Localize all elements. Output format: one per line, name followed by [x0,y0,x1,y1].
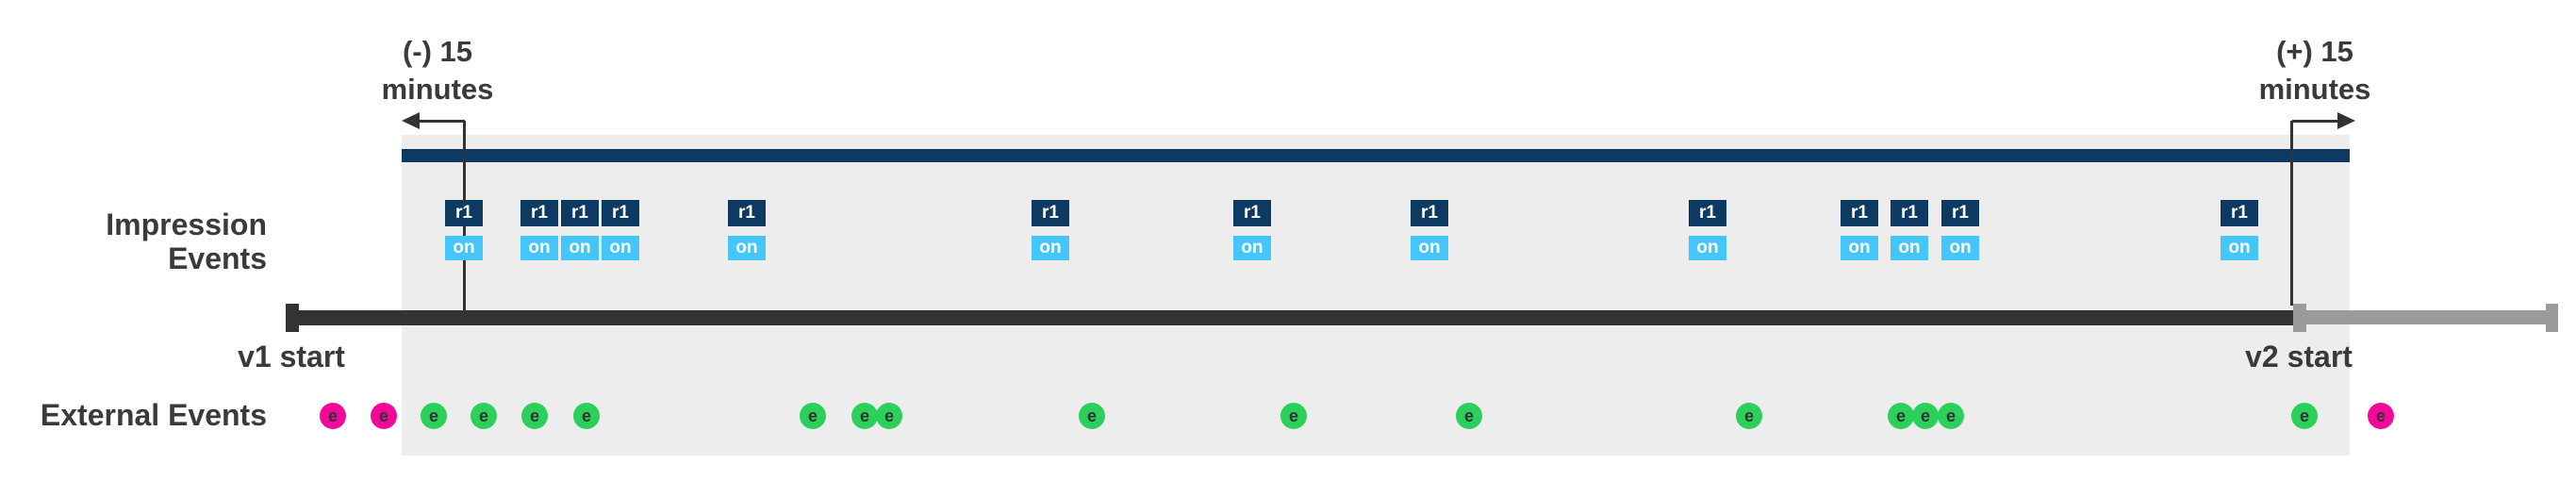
external-event-dot: e [2368,403,2394,429]
r1-badge: r1 [445,200,483,226]
impression-event-badge: r1 on [1941,200,1979,260]
external-event-dot: e [1888,403,1914,429]
impression-event-badge: r1 on [1891,200,1928,260]
external-event-dot: e [1280,403,1307,429]
on-badge: on [1891,236,1928,260]
on-badge: on [1411,236,1448,260]
on-badge: on [1941,236,1979,260]
r1-badge: r1 [728,200,766,226]
r1-badge: r1 [520,200,558,226]
external-event-dot: e [1456,403,1482,429]
on-badge: on [1032,236,1069,260]
experiment-duration-bar [402,149,2350,162]
external-event-dot: e [521,403,548,429]
r1-badge: r1 [602,200,639,226]
impression-event-badge: r1 on [1689,200,1726,260]
external-events-label: External Events [40,398,267,432]
v2-start-label: v2 start [2245,340,2353,373]
r1-badge: r1 [1841,200,1878,226]
external-event-dot: e [471,403,497,429]
r1-badge: r1 [1689,200,1726,226]
external-event-dot: e [320,403,346,429]
r1-badge: r1 [2221,200,2258,226]
external-event-dot: e [371,403,397,429]
pre-window-label: (-) 15 minutes [381,35,494,106]
r1-badge: r1 [561,200,599,226]
on-badge: on [2221,236,2258,260]
impression-event-badge: r1 on [1233,200,1271,260]
right-arrow-icon [2337,112,2355,129]
external-event-dot: e [800,403,826,429]
v1-timeline-bar [290,310,2293,325]
on-badge: on [520,236,558,260]
r1-badge: r1 [1233,200,1271,226]
on-badge: on [1689,236,1726,260]
on-badge: on [1841,236,1878,260]
r1-badge: r1 [1891,200,1928,226]
impression-event-badge: r1 on [1032,200,1069,260]
external-event-dot: e [1912,403,1939,429]
impression-event-badge: r1 on [445,200,483,260]
external-event-dot: e [1938,403,1964,429]
external-event-dot: e [851,403,878,429]
post-window-boundary-line [2290,121,2293,306]
r1-badge: r1 [1411,200,1448,226]
impression-event-badge: r1 on [520,200,558,260]
on-badge: on [561,236,599,260]
external-event-dot: e [876,403,902,429]
r1-badge: r1 [1032,200,1069,226]
external-event-dot: e [421,403,447,429]
on-badge: on [445,236,483,260]
external-event-dot: e [1736,403,1762,429]
impression-event-badge: r1 on [2221,200,2258,260]
v2-timeline-bar [2301,310,2550,324]
post-window-label: (+) 15 minutes [2258,35,2371,106]
experiment-window-panel [402,135,2350,456]
impression-event-badge: r1 on [561,200,599,260]
impression-event-badge: r1 on [602,200,639,260]
post-window-arrow-line [2292,120,2339,123]
external-event-dot: e [1079,403,1105,429]
on-badge: on [602,236,639,260]
pre-window-arrow-line [419,120,465,123]
impression-event-badge: r1 on [1411,200,1448,260]
v1-start-label: v1 start [238,340,345,373]
impression-event-badge: r1 on [1841,200,1878,260]
impression-event-badge: r1 on [728,200,766,260]
r1-badge: r1 [1941,200,1979,226]
left-arrow-icon [402,112,420,129]
external-event-dot: e [2291,403,2318,429]
v2-timeline-end-cap [2546,304,2558,332]
on-badge: on [728,236,766,260]
on-badge: on [1233,236,1271,260]
impression-events-label: Impression Events [106,207,267,275]
external-event-dot: e [573,403,600,429]
